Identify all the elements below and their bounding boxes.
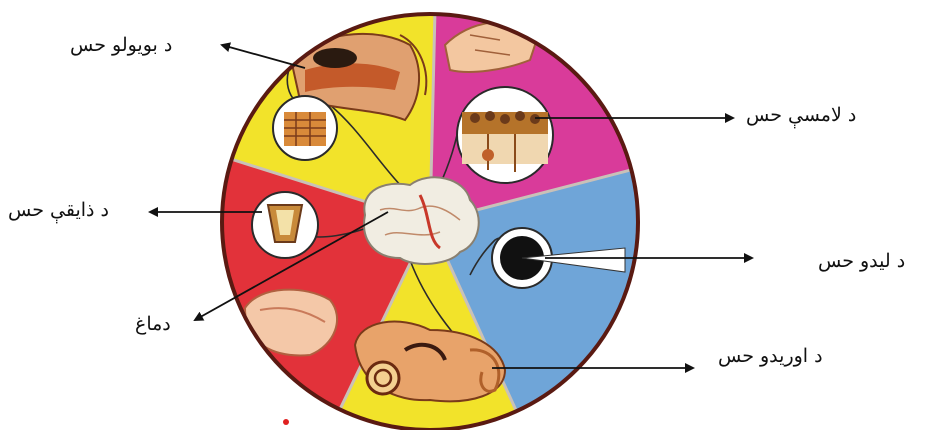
label-hearing: د اوریدو حس [718, 345, 823, 367]
red-dot [283, 419, 289, 425]
label-touch: د لامسې حس [746, 104, 856, 126]
label-sight: د لیدو حس [818, 250, 905, 272]
skin-closeup [457, 87, 553, 183]
arrow-smell [222, 45, 305, 68]
smell-closeup [273, 96, 337, 160]
brain-illustration [364, 177, 479, 264]
label-taste: د ذایقې حس [8, 199, 109, 221]
label-smell: د بویولو حس [70, 34, 172, 56]
label-brain: دماغ [135, 313, 171, 335]
